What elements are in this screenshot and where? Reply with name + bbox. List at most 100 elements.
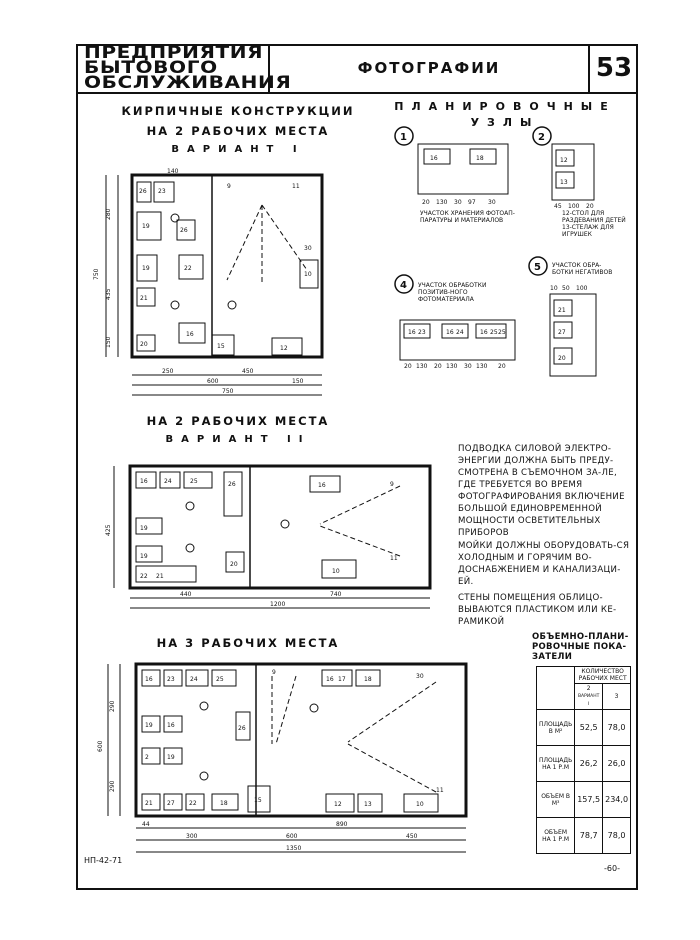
v1-item <box>136 211 162 241</box>
v3-item <box>141 715 161 733</box>
v1-dim: 435 <box>105 288 112 300</box>
row-value: 78,7 <box>574 817 604 854</box>
v3-item <box>141 669 161 687</box>
v1-label: 26 <box>139 188 147 195</box>
v3-label: 16 <box>167 722 175 729</box>
v3-label: 19 <box>145 722 153 729</box>
v3-label: 23 <box>167 676 175 683</box>
v3-label: 18 <box>364 676 372 683</box>
node-5-item <box>553 347 573 365</box>
v3-item <box>163 747 183 765</box>
footer-page: -60- <box>604 864 620 873</box>
v3-label: 22 <box>189 800 197 807</box>
v1-dim: 600 <box>207 378 219 385</box>
v3-item <box>247 785 271 813</box>
v3-dim: 600 <box>286 833 298 840</box>
node-1-dim: 130 <box>436 199 448 206</box>
v2-label: 25 <box>190 478 198 485</box>
v2-label: 21 <box>156 573 164 580</box>
v1-marker <box>170 213 180 223</box>
v1-dim: 450 <box>242 368 254 375</box>
node-1-number: 1 <box>400 132 407 143</box>
v1-label: 20 <box>140 341 148 348</box>
v3-item <box>211 669 237 687</box>
v2-marker <box>185 501 195 511</box>
heading-variant-2: ВАРИАНТ II <box>165 434 311 445</box>
v3-label: 19 <box>167 754 175 761</box>
v3-label: 30 <box>416 673 424 680</box>
node-5-item-label: 21 <box>558 307 566 314</box>
row-value: 52,5 <box>574 709 604 746</box>
v2-marker <box>185 543 195 553</box>
page-frame <box>76 44 638 890</box>
v2-item <box>309 475 341 493</box>
heading-brick: КИРПИЧНЫЕ КОНСТРУКЦИИ <box>121 104 355 118</box>
section-title: ФОТОГРАФИИ <box>357 59 501 77</box>
v1-item <box>178 322 206 344</box>
heading-v3: НА 3 РАБОЧИХ МЕСТА <box>156 636 340 650</box>
node-4-item <box>441 323 469 339</box>
heading-v2: НА 2 РАБОЧИХ МЕСТА <box>146 414 330 428</box>
v3-item <box>403 793 439 813</box>
node-1-badge <box>394 126 414 146</box>
v3-label: 11 <box>436 787 444 794</box>
node-5-box <box>549 293 597 377</box>
node-2-number: 2 <box>538 132 545 143</box>
v3-item <box>141 793 161 811</box>
row-value: 26,2 <box>574 745 604 782</box>
v3-label: 27 <box>167 800 175 807</box>
v3-item <box>141 747 161 765</box>
plan-variant-1: 26 23 19 26 19 22 21 20 16 15 12 10 9 11… <box>93 168 324 396</box>
node-1-item <box>469 148 497 165</box>
node-1-box <box>417 143 509 195</box>
node-2-caption: 12-СТОЛ ДЛЯ РАЗДЕВАНИЯ ДЕТЕЙ 13-СТЕЛАЖ Д… <box>562 210 626 238</box>
plan-variant-3: 16 23 24 25 16 17 18 30 19 16 26 2 19 21… <box>97 662 468 853</box>
v1-item <box>136 254 158 282</box>
v3-label: 21 <box>145 800 153 807</box>
indicators-title: ОБЪЕМНО-ПЛАНИ-РОВОЧНЫЕ ПОКА-ЗАТЕЛИ <box>532 632 629 662</box>
v2-item <box>225 551 245 573</box>
v3-label: 12 <box>334 801 342 808</box>
v2-light-ray <box>319 485 401 525</box>
v1-label: 21 <box>140 295 148 302</box>
note-2: МОЙКИ ДОЛЖНЫ ОБОРУДОВАТЬ-СЯ ХОЛОДНЫМ И Г… <box>458 541 630 587</box>
v1-item <box>153 181 175 203</box>
v3-dim: 1350 <box>286 845 301 852</box>
v1-label: 22 <box>184 265 192 272</box>
v3-item <box>163 669 183 687</box>
v3-label: 24 <box>190 676 198 683</box>
v3-label: 15 <box>254 797 262 804</box>
v2-item <box>223 471 243 517</box>
node-4-dim: 20 <box>404 363 412 370</box>
v1-label: 19 <box>142 265 150 272</box>
v1-dim: 150 <box>105 336 112 348</box>
footer-code: НП-42-71 <box>84 856 123 865</box>
v3-item <box>355 669 381 687</box>
v1-label: 11 <box>292 183 300 190</box>
node-5-number: 5 <box>534 262 541 273</box>
node-5-dim: 50 <box>562 285 570 292</box>
v1-item <box>211 334 235 356</box>
node-4-number: 4 <box>400 280 407 291</box>
node-1-item-label: 18 <box>476 155 484 162</box>
v2-label: 11 <box>390 555 398 562</box>
v3-marker <box>199 771 209 781</box>
node-2-item <box>555 149 575 167</box>
node-1-dim: 30 <box>454 199 462 206</box>
v2-item <box>183 471 213 489</box>
v1-label: 12 <box>280 345 288 352</box>
v3-label: 10 <box>416 801 424 808</box>
v3-label: 9 <box>272 669 276 676</box>
v1-light-ray <box>226 204 263 281</box>
node-4-item <box>475 323 507 339</box>
v3-label: 17 <box>338 676 346 683</box>
node-4-item-label: 25 <box>498 329 506 336</box>
header-page-number: 53 <box>588 44 638 94</box>
v1-outer-wall <box>130 173 324 359</box>
indicators-col-3: 3 <box>602 683 632 710</box>
heading-planning: ПЛАНИРОВОЧНЫЕ <box>394 100 616 113</box>
v2-dim: 740 <box>330 591 342 598</box>
indicators-col-header: КОЛИЧЕСТВО РАБОЧИХ МЕСТ <box>574 666 632 684</box>
v1-dim: 750 <box>222 388 234 395</box>
